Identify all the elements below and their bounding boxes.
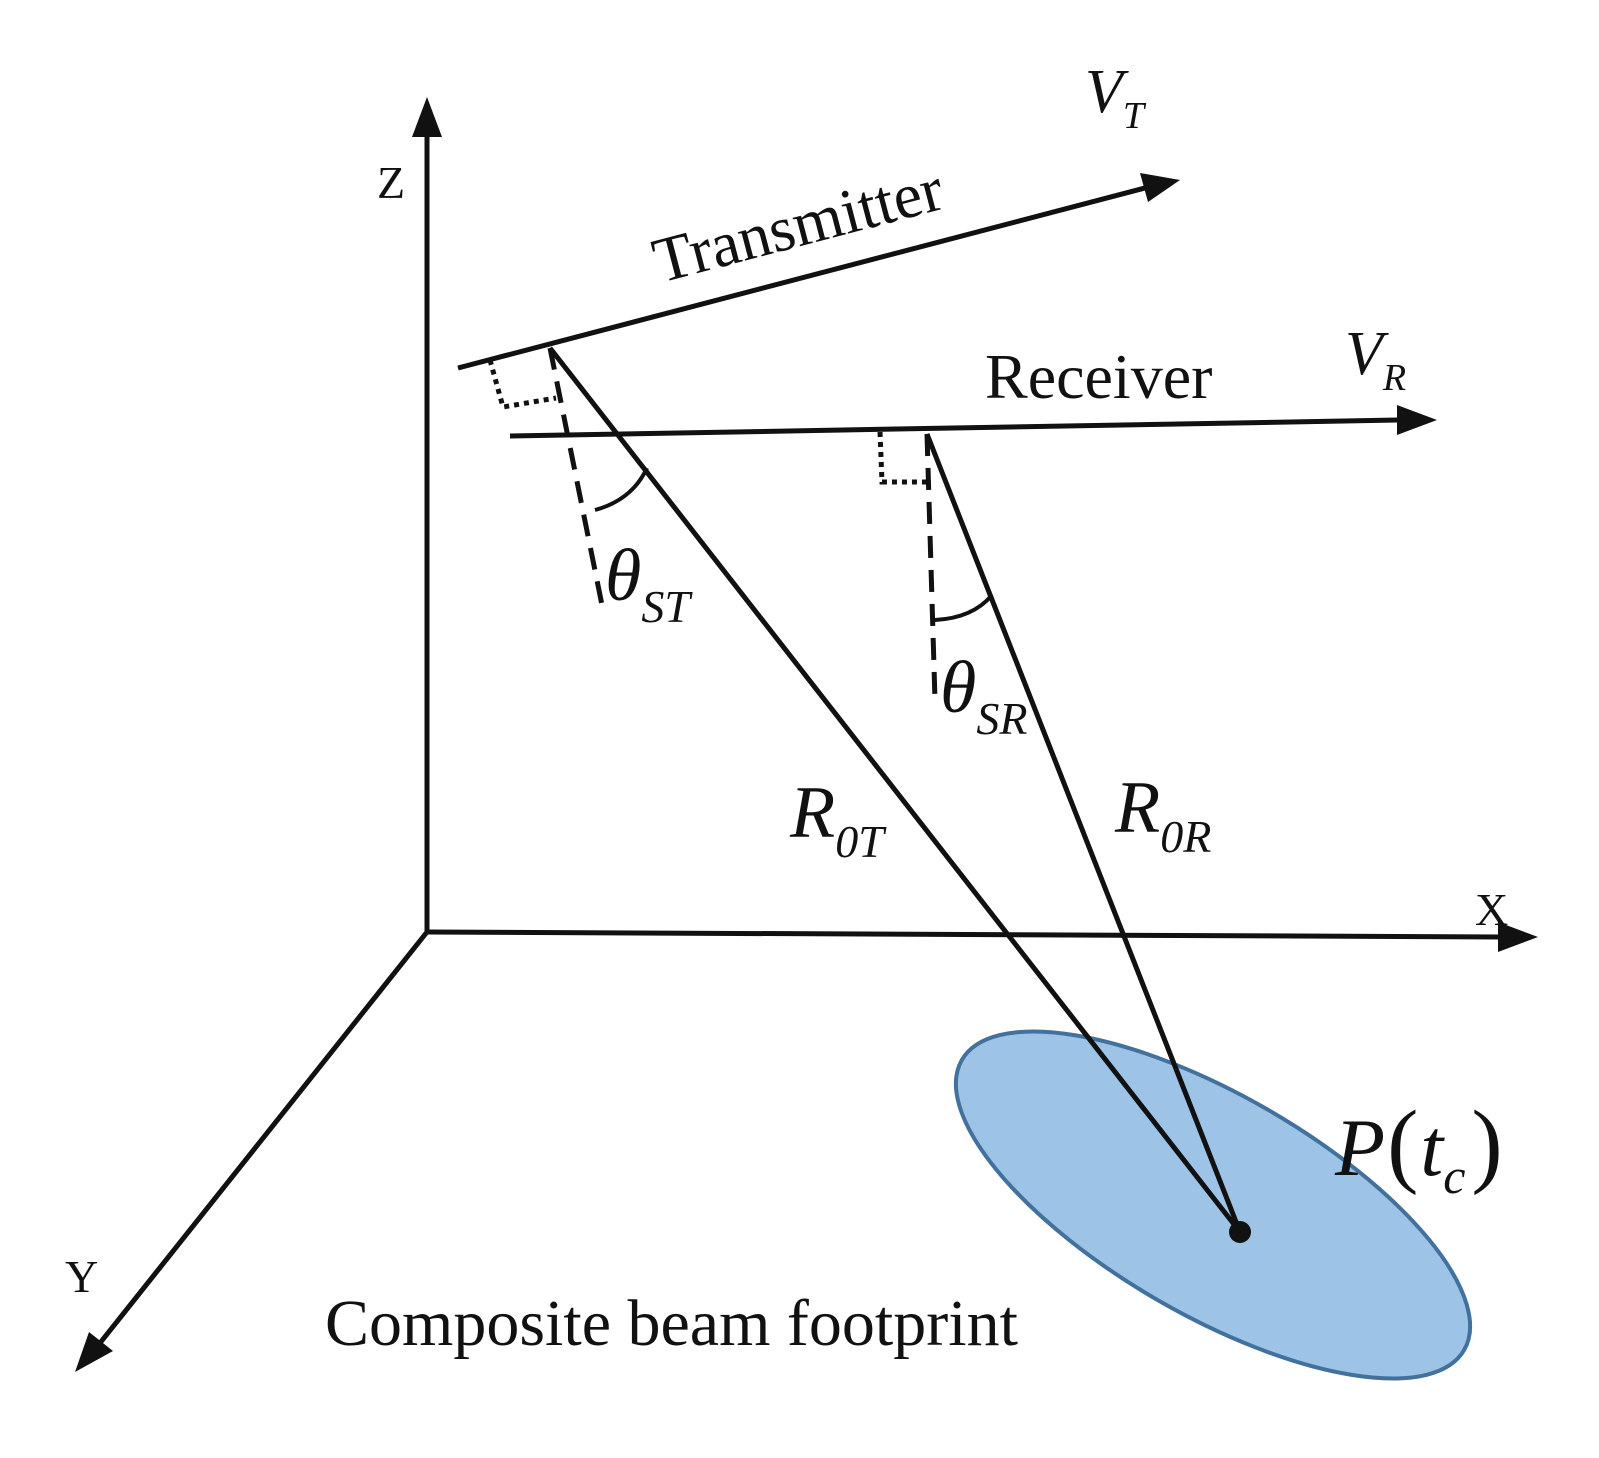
receiver-track-line [509,417,1401,439]
receiver-slant-range-line [924,433,1243,1233]
receiver-velocity-arrowhead [1397,405,1437,435]
composite-beam-footprint-ellipse [953,1029,1473,1381]
transmitter-velocity-label: VT [1085,58,1147,137]
transmitter-squint-angle-arc [594,467,649,512]
z-axis-arrowhead [412,97,442,137]
receiver-squint-angle-arc [934,593,994,622]
transmitter-right-angle-mark [487,359,557,410]
transmitter-velocity-arrowhead [1140,173,1180,202]
receiver-right-angle-mark [877,431,929,485]
transmitter-label: Transmitter [646,153,951,297]
transmitter-slant-range-line [548,346,1242,1234]
coordinate-axes [75,97,1538,1372]
x-axis-line [426,929,1501,940]
x-axis-label: X [1475,884,1508,935]
receiver-label: Receiver [985,341,1212,412]
receiver-velocity-label: VR [1345,320,1406,399]
transmitter-squint-angle-label: θST [605,535,693,632]
x-axis-arrowhead [1498,922,1538,952]
y-axis-label: Y [65,1251,98,1302]
y-axis-line [98,930,429,1345]
transmitter-track-line [457,185,1146,371]
receiver-range-label: R0R [1114,767,1211,862]
transmitter-nadir-dashed-line [547,347,606,611]
receiver-track [509,405,1437,439]
target-point-label: P(tc) [1334,1092,1503,1204]
transmitter-range-label: R0T [789,772,887,867]
transmitter-track [457,173,1180,371]
target-point [1229,1221,1251,1243]
z-axis-label: Z [377,157,405,208]
receiver-squint-angle-label: θSR [940,647,1027,744]
receiver-nadir-dashed-line [924,433,938,701]
composite-beam-footprint-label: Composite beam footprint [325,1287,1018,1360]
y-axis-arrowhead [75,1332,113,1372]
